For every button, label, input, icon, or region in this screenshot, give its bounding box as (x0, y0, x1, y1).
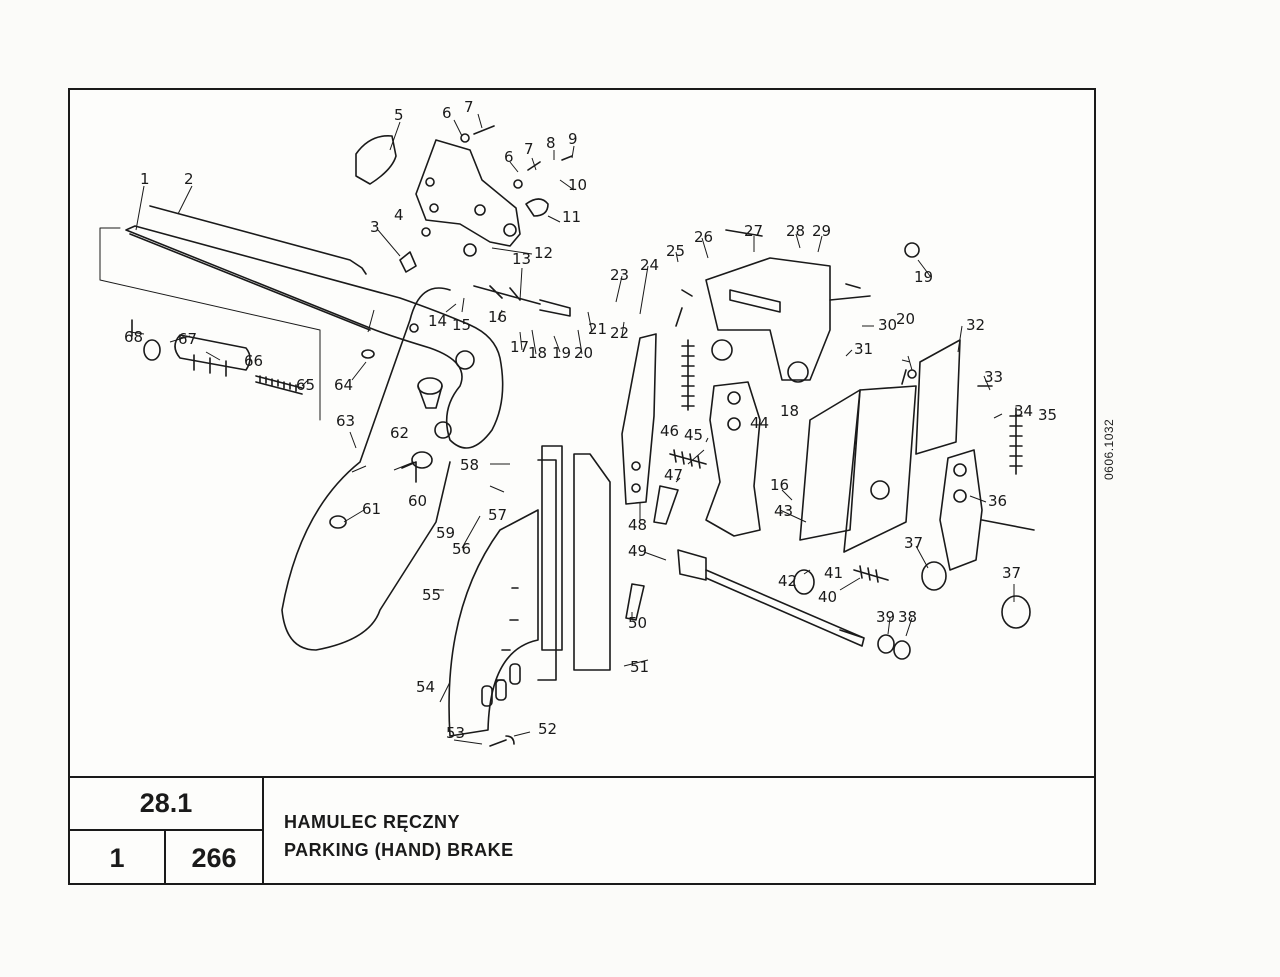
callout-label: 67 (178, 330, 197, 348)
callout-label: 15 (452, 316, 471, 334)
callout-label: 22 (610, 324, 629, 342)
callout-label: 65 (296, 376, 315, 394)
callout-label: 18 (528, 344, 547, 362)
callout-label: 54 (416, 678, 435, 696)
title-polish: HAMULEC RĘCZNY (284, 812, 460, 832)
callout-label: 60 (408, 492, 427, 510)
callout-label: 66 (244, 352, 263, 370)
callout-label: 25 (666, 242, 685, 260)
hand-lever-part (125, 225, 504, 449)
callout-label: 16 (770, 476, 789, 494)
callout-label: 51 (630, 658, 649, 676)
callout-label: 64 (334, 376, 353, 394)
callout-label: 10 (568, 176, 587, 194)
callout-label: 38 (898, 608, 917, 626)
callout-label: 20 (574, 344, 593, 362)
callout-label: 56 (452, 540, 471, 558)
brake-housing-part (705, 257, 871, 383)
callout-label: 11 (562, 208, 581, 226)
callout-label: 53 (446, 724, 465, 742)
callout-label: 33 (984, 368, 1003, 386)
page-number: 266 (166, 831, 264, 885)
callout-label: 24 (640, 256, 659, 274)
callout-label: 18 (780, 402, 799, 420)
callout-label: 23 (610, 266, 629, 284)
callout-label: 17 (510, 338, 529, 356)
callout-label: 12 (534, 244, 553, 262)
callout-label: 28 (786, 222, 805, 240)
callout-label: 5 (394, 106, 404, 124)
callout-label: 26 (694, 228, 713, 246)
callout-label: 58 (460, 456, 479, 474)
callout-label: 7 (464, 98, 474, 116)
callout-label: 9 (568, 130, 578, 148)
callout-label: 31 (854, 340, 873, 358)
section-number: 28.1 (70, 778, 264, 831)
callout-label: 30 (878, 316, 897, 334)
callout-label: 59 (436, 524, 455, 542)
cover-plate-part (355, 135, 397, 185)
callout-label: 13 (512, 250, 531, 268)
callout-label: 55 (422, 586, 441, 604)
sheet-titles: HAMULEC RĘCZNY PARKING (HAND) BRAKE (284, 808, 514, 864)
callout-label: 6 (504, 148, 514, 166)
grip-parts (131, 319, 303, 395)
brake-cable-part (281, 287, 451, 651)
callout-label: 44 (750, 414, 769, 432)
callout-label: 21 (588, 320, 607, 338)
callout-label: 2 (184, 170, 194, 188)
callout-label: 3 (370, 218, 380, 236)
callout-label: 37 (1002, 564, 1021, 582)
callout-label: 40 (818, 588, 837, 606)
callout-label: 37 (904, 534, 923, 552)
callout-label: 7 (524, 140, 534, 158)
callout-label: 52 (538, 720, 557, 738)
ratchet-sector-part (448, 459, 557, 737)
callout-label: 27 (744, 222, 763, 240)
volume-number: 1 (70, 831, 166, 885)
callout-label: 39 (876, 608, 895, 626)
callout-label: 62 (390, 424, 409, 442)
callout-label: 19 (552, 344, 571, 362)
callout-label: 1 (140, 170, 150, 188)
callout-label: 14 (428, 312, 447, 330)
callout-label: 32 (966, 316, 985, 334)
callout-label: 45 (684, 426, 703, 444)
callout-label: 35 (1038, 406, 1057, 424)
bracket-part (415, 139, 521, 247)
callout-label: 57 (488, 506, 507, 524)
callout-label: 16 (488, 308, 507, 326)
callout-label: 46 (660, 422, 679, 440)
callout-label: 42 (778, 572, 797, 590)
callout-label: 48 (628, 516, 647, 534)
callout-label: 41 (824, 564, 843, 582)
callout-label: 36 (988, 492, 1007, 510)
callout-label: 49 (628, 542, 647, 560)
drawing-number: 0606.1032 (1102, 418, 1116, 480)
callout-label: 47 (664, 466, 683, 484)
callout-label: 34 (1014, 402, 1033, 420)
callout-label: 43 (774, 502, 793, 520)
callout-label: 68 (124, 328, 143, 346)
callout-label: 4 (394, 206, 404, 224)
callout-label: 50 (628, 614, 647, 632)
release-rod-part (149, 205, 367, 275)
callout-label: 29 (812, 222, 831, 240)
title-block: 28.1 1 266 HAMULEC RĘCZNY PARKING (HAND)… (70, 776, 1094, 885)
callout-label: 19 (914, 268, 933, 286)
exploded-view-diagram: 1234567678910111213141516171819202122232… (99, 98, 1057, 747)
callout-label: 61 (362, 500, 381, 518)
callout-label: 8 (546, 134, 556, 152)
title-english: PARKING (HAND) BRAKE (284, 840, 514, 860)
callout-label: 6 (442, 104, 452, 122)
callout-label: 20 (896, 310, 915, 328)
callout-label: 63 (336, 412, 355, 430)
